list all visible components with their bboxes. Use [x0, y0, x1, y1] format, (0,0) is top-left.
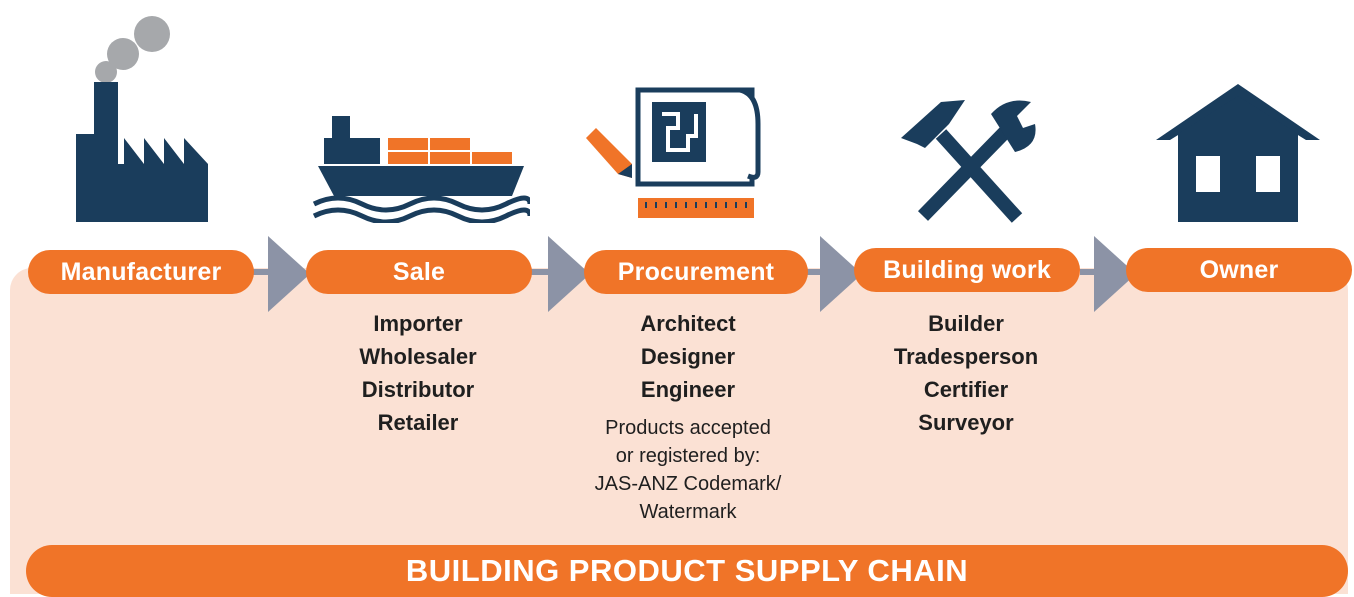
role-item: Retailer — [377, 410, 459, 435]
role-item: Surveyor — [918, 410, 1014, 435]
role-item: Tradesperson — [893, 344, 1039, 369]
role-item: Designer — [640, 344, 736, 369]
stage-manufacturer: Manufacturer — [28, 250, 254, 294]
stage-owner: Owner — [1126, 248, 1352, 292]
connector-4 — [1080, 269, 1098, 275]
stage-label: Procurement — [617, 257, 775, 286]
connector-2 — [530, 269, 550, 275]
supply-chain-banner: BUILDING PRODUCT SUPPLY CHAIN — [26, 545, 1348, 597]
arrow-right-icon — [548, 236, 590, 312]
arrow-right-icon — [820, 236, 862, 312]
role-item: Certifier — [923, 377, 1009, 402]
building-work-roles: Builder Tradesperson Certifier Surveyor — [856, 307, 1076, 439]
house-icon — [1156, 84, 1320, 222]
procurement-note: Products accepted or registered by: JAS-… — [560, 414, 816, 526]
arrow-right-icon — [268, 236, 310, 312]
arrow-right-icon — [1094, 236, 1136, 312]
role-item: Builder — [928, 311, 1004, 336]
factory-icon — [76, 16, 208, 222]
stage-procurement: Procurement — [584, 250, 808, 294]
blueprint-icon — [586, 87, 761, 218]
banner-title: BUILDING PRODUCT SUPPLY CHAIN — [405, 553, 969, 588]
stage-building-work: Building work — [854, 248, 1080, 292]
role-item: Wholesaler — [359, 344, 477, 369]
note-line: or registered by: — [615, 445, 761, 467]
stage-sale: Sale — [306, 250, 532, 294]
supply-chain-panel — [10, 268, 1348, 594]
cargo-ship-icon — [312, 116, 530, 223]
sale-roles: Importer Wholesaler Distributor Retailer — [318, 307, 518, 439]
role-item: Importer — [373, 311, 463, 336]
stage-label: Sale — [392, 257, 446, 286]
role-item: Architect — [640, 311, 736, 336]
note-line: Watermark — [639, 501, 737, 523]
note-line: Products accepted — [605, 417, 771, 439]
stage-label: Manufacturer — [60, 257, 222, 286]
role-item: Distributor — [361, 377, 475, 402]
stage-label: Building work — [883, 255, 1051, 284]
hammer-wrench-icon — [901, 100, 1036, 223]
note-line: JAS-ANZ Codemark/ — [594, 473, 782, 495]
connector-3 — [806, 269, 824, 275]
role-item: Engineer — [640, 377, 736, 402]
connector-1 — [250, 269, 270, 275]
procurement-roles: Architect Designer Engineer — [588, 307, 788, 406]
stage-label: Owner — [1199, 255, 1279, 284]
